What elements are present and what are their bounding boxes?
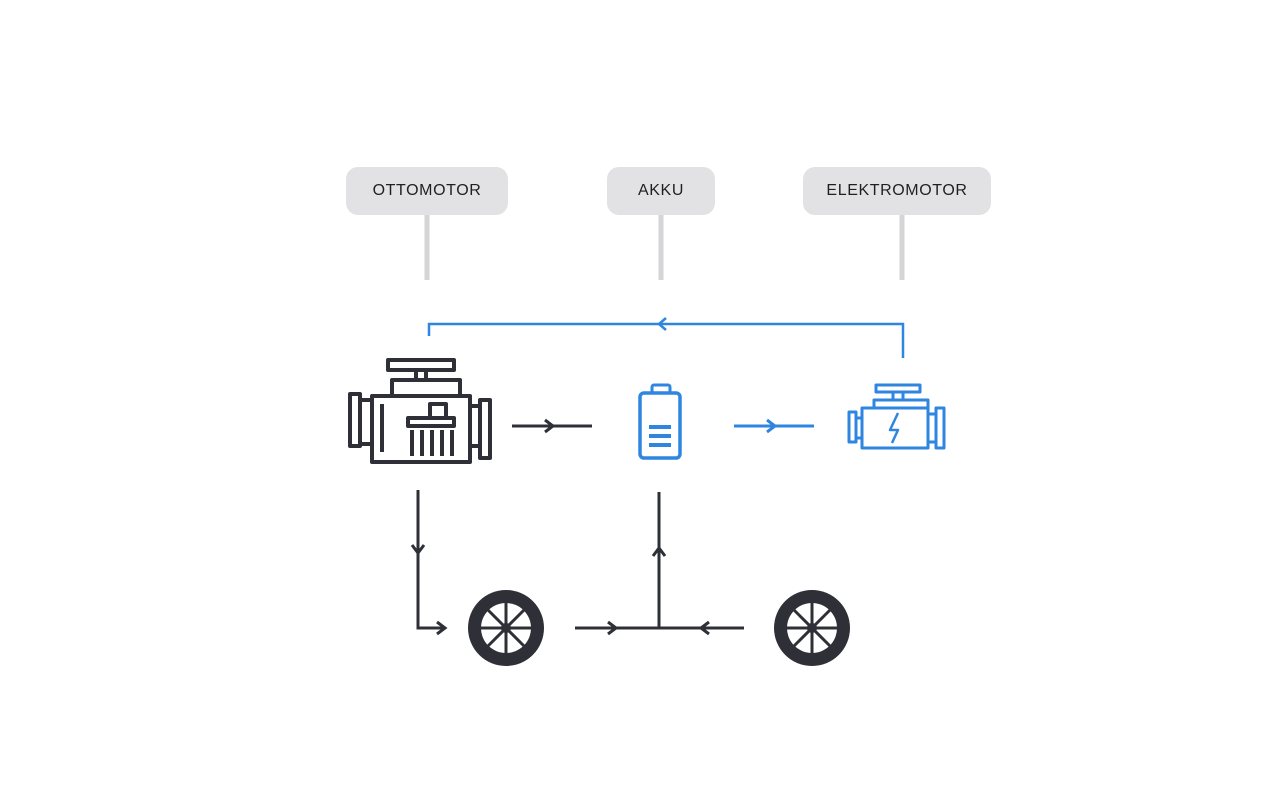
akku-label-box: AKKU — [607, 167, 715, 215]
ottomotor-label: OTTOMOTOR — [372, 182, 482, 199]
akku-label: AKKU — [638, 182, 684, 199]
return-flow-arrow — [657, 317, 667, 331]
regeneration-lines — [575, 492, 744, 636]
wheel-right-icon — [774, 590, 850, 666]
up-to-battery-arrow — [651, 545, 667, 557]
elektromotor-label: ELEKTROMOTOR — [826, 182, 968, 199]
return-flow-line — [427, 317, 905, 358]
battery-to-motor-arrow — [734, 418, 814, 434]
right-wheel-flow-arrow — [698, 620, 710, 636]
engine-to-battery-arrow — [512, 418, 592, 434]
ottomotor-label-box: OTTOMOTOR — [346, 167, 508, 215]
electric-motor-icon — [847, 383, 946, 450]
combustion-engine-icon — [348, 358, 492, 464]
battery-icon — [638, 383, 682, 460]
left-wheel-flow-arrow — [607, 620, 619, 636]
label-connectors — [424, 215, 905, 280]
wheel-left-icon — [468, 590, 544, 666]
elektromotor-label-box: ELEKTROMOTOR — [803, 167, 991, 215]
engine-to-wheel-arrow — [410, 490, 448, 636]
